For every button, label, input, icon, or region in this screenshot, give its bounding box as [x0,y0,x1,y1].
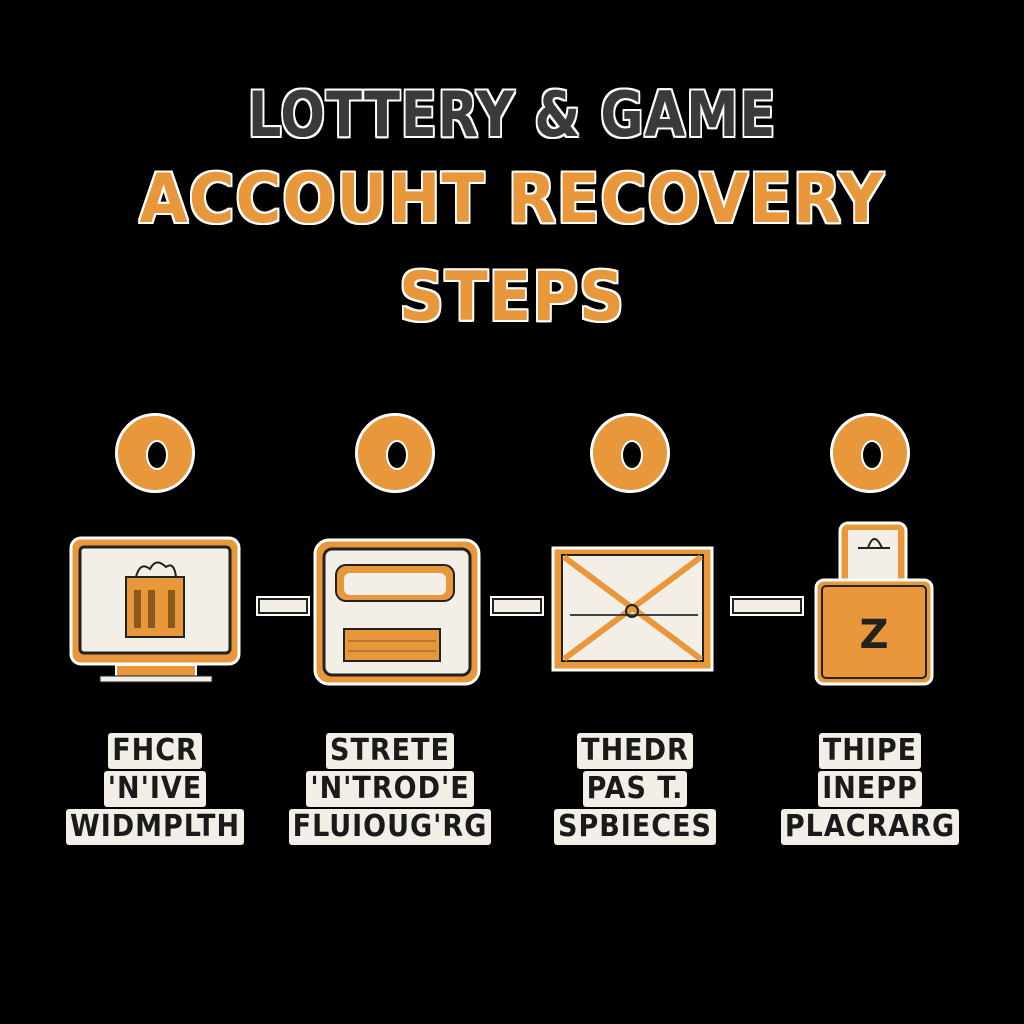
step-3-label: THEDR PAS T. SPBIECES [545,732,725,846]
step-3-label-line-2: PAS T. [582,771,688,807]
step-4-ring-icon [830,413,910,493]
step-3-label-line-3: SPBIECES [554,809,716,845]
step-4-label-line-1: THIPE [818,733,922,769]
step-1-ring-icon [115,413,195,493]
envelope-x-icon [550,545,715,678]
step-1-label-line-1: FHCR [108,733,202,769]
step-3-label-line-1: THEDR [577,733,693,769]
step-2-ring-icon [355,413,435,493]
form-card-icon [312,537,482,692]
step-4-label-line-3: PLACRARG [780,809,960,845]
step-4-label: THIPE INEPP PLACRARG [775,732,965,846]
monitor-shopping-bag-icon [68,535,244,690]
step-1-label-line-3: WIDMPLTH [65,809,245,845]
title-line-3: STEPS [399,258,625,337]
step-4-label-line-2: INEPP [818,771,922,807]
connector-arrow-3 [730,596,804,616]
padlock-z-icon: Z [810,520,938,695]
connector-arrow-2 [490,596,544,616]
step-1-label-line-2: 'N'IVE [103,771,207,807]
connector-arrow-1 [256,596,310,616]
step-2-label: STRETE 'N'TROD'E FLUIOUG'RG [285,732,495,846]
step-3-ring-icon [590,413,670,493]
step-2-label-line-3: FLUIOUG'RG [288,809,492,845]
step-2-label-line-1: STRETE [326,733,454,769]
title-line-2: ACCOUHT RECOVERY [139,160,885,239]
step-2-label-line-2: 'N'TROD'E [306,771,474,807]
title-line-1: LOTTERY & GAME [247,78,777,151]
svg-text:Z: Z [859,612,888,658]
step-1-label: FHCR 'N'IVE WIDMPLTH [60,732,250,846]
